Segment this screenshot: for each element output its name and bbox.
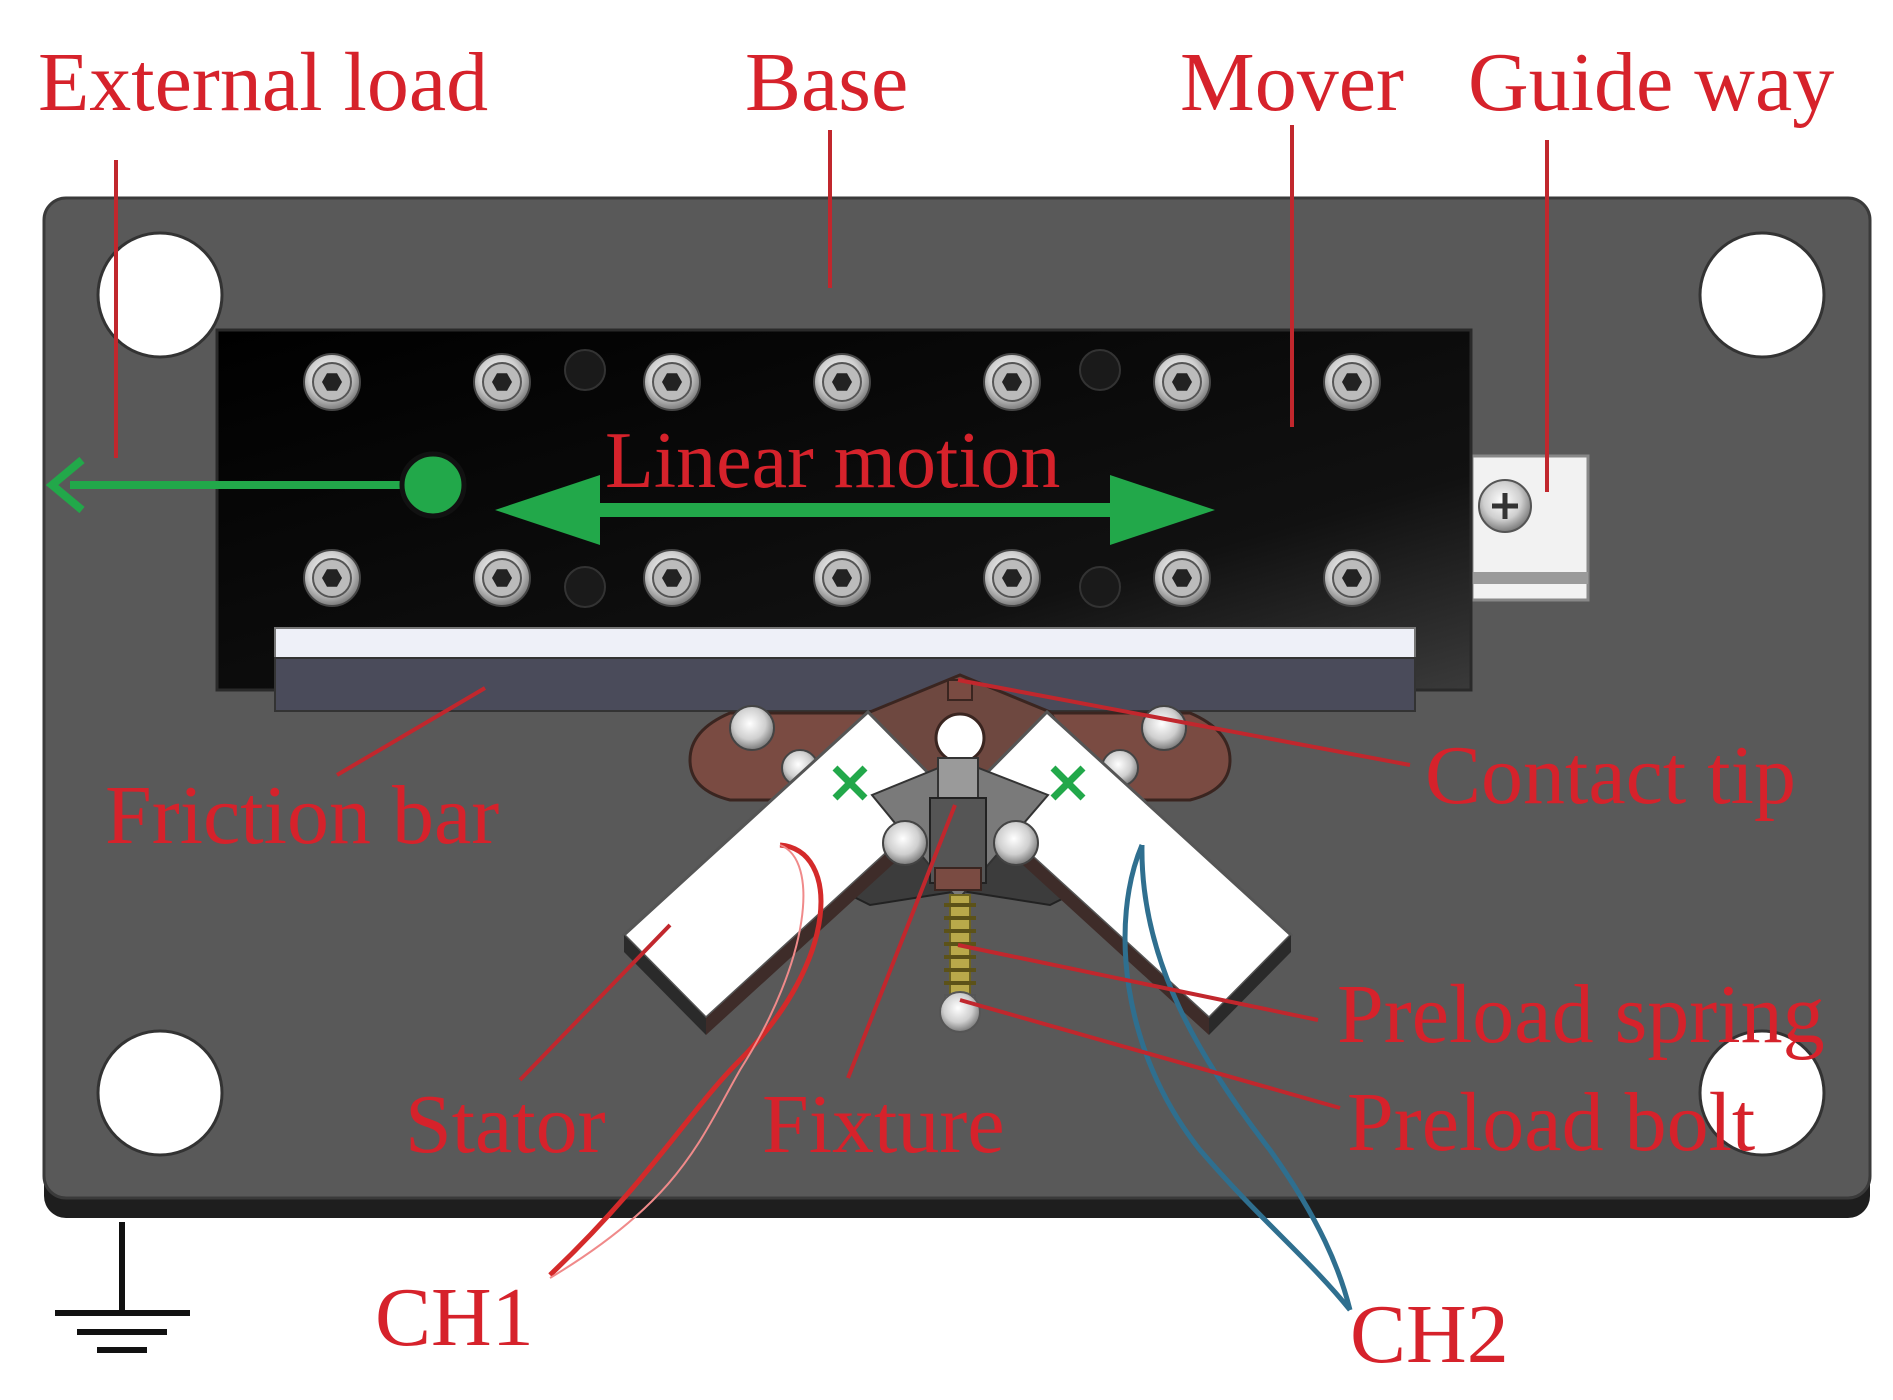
label-stator: Stator <box>405 1078 606 1171</box>
label-external-load: External load <box>38 36 488 129</box>
fixture-screw <box>882 820 928 866</box>
label-mover: Mover <box>1180 36 1404 129</box>
mounting-hole <box>1698 1029 1826 1157</box>
label-preload-bolt: Preload bolt <box>1347 1076 1755 1169</box>
mounting-hole <box>96 231 224 359</box>
friction-bar <box>274 627 1416 712</box>
label-friction-bar: Friction bar <box>105 769 499 862</box>
leader-lines <box>114 125 1549 1110</box>
label-guide-way: Guide way <box>1468 36 1834 129</box>
label-ch2: CH2 <box>1350 1288 1509 1381</box>
mounting-hole <box>1698 231 1826 359</box>
mounting-hole <box>96 1029 224 1157</box>
label-preload-spring: Preload spring <box>1337 968 1825 1061</box>
label-fixture: Fixture <box>762 1078 1005 1171</box>
external-load-point-icon <box>399 451 467 519</box>
piezo-polarization-cross-icon <box>832 765 868 801</box>
external-load-arrow <box>45 451 467 519</box>
piezo-polarization-cross-icon <box>1050 765 1086 801</box>
wire-ch1 <box>548 842 824 1279</box>
label-contact-tip: Contact tip <box>1425 729 1796 822</box>
wire-ch2 <box>1122 844 1353 1312</box>
label-linear-motion: Linear motion <box>605 417 1060 505</box>
fixture-screw <box>993 820 1039 866</box>
linear-motion-arrow <box>495 475 1215 545</box>
guide-way <box>1470 454 1590 602</box>
preload-bolt <box>939 991 981 1033</box>
clamp-screw <box>729 705 775 751</box>
ground-icon <box>55 1222 190 1353</box>
clamp-screw <box>1141 705 1187 751</box>
label-base: Base <box>745 36 908 129</box>
labels: External load Base Mover Guide way Linea… <box>38 36 1834 1381</box>
label-ch1: CH1 <box>375 1271 534 1364</box>
